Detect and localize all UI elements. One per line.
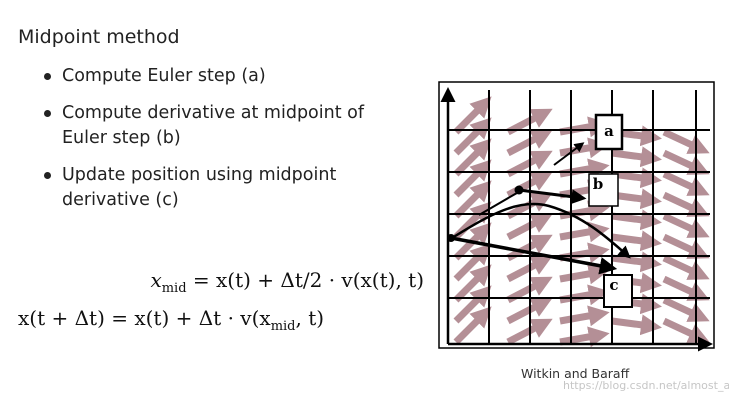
bullet-item: Update position using midpoint derivativ… [42, 163, 412, 213]
eq1-lhs-var: x [150, 268, 162, 292]
field-arrow [506, 171, 553, 199]
vector-field-figure: a b c [434, 80, 718, 352]
eq1-rhs: = x(t) + Δt/2 · v(x(t), t) [186, 268, 424, 292]
vector-field-svg: a b c [438, 81, 715, 352]
eq2-sub: mid [270, 319, 296, 334]
eq2-tail: , t) [295, 306, 325, 330]
equation-update: x(t + Δt) = x(t) + Δt · v(xmid, t) [18, 306, 324, 334]
field-arrow [506, 276, 553, 304]
euler-step-arrow-tip [553, 142, 585, 166]
field-arrow [506, 129, 553, 157]
bullet-text: Compute derivative at midpoint of Euler … [62, 103, 365, 148]
bullet-dot-icon [44, 73, 51, 80]
bullet-dot-icon [44, 172, 51, 179]
eq2-lhs: x(t + Δt) = x(t) + Δt · v(x [18, 306, 271, 330]
field-arrow [559, 221, 610, 243]
field-arrow [611, 314, 662, 336]
field-arrow [453, 306, 492, 345]
field-arrow [506, 297, 553, 325]
field-arrow [453, 285, 492, 324]
field-arrow [453, 138, 492, 177]
slide-title: Midpoint method [18, 26, 180, 48]
field-arrow [611, 251, 662, 273]
bullet-list: Compute Euler step (a) Compute derivativ… [42, 64, 412, 225]
field-arrow [506, 192, 553, 220]
bullet-dot-icon [44, 110, 51, 117]
label-c-text: c [609, 276, 618, 294]
solution-curve [451, 202, 631, 259]
field-arrow [453, 117, 492, 156]
bullet-text: Update position using midpoint derivativ… [62, 165, 337, 210]
field-arrow [506, 255, 553, 283]
field-arrow [453, 180, 492, 219]
equation-midpoint: xmid = x(t) + Δt/2 · v(x(t), t) [150, 268, 424, 296]
field-arrow [611, 167, 662, 189]
field-arrow [453, 243, 492, 282]
field-arrow [611, 209, 662, 231]
label-b-text: b [593, 175, 604, 193]
update-arrow [450, 236, 618, 275]
midpoint-derivative-arrow [518, 188, 587, 205]
bullet-text: Compute Euler step (a) [62, 66, 266, 86]
label-b: b [588, 173, 619, 207]
field-arrow [506, 234, 553, 262]
field-arrow [453, 159, 492, 198]
eq1-lhs-sub: mid [161, 281, 187, 296]
figure-caption: Witkin and Baraff [521, 366, 630, 381]
field-arrow [611, 230, 662, 252]
euler-step-arrow [478, 189, 523, 216]
figure-frame [438, 81, 715, 349]
field-arrow [559, 305, 610, 327]
field-arrow [453, 96, 492, 135]
field-arrow [506, 108, 553, 136]
field-arrow [559, 326, 610, 348]
vector-field [453, 96, 710, 348]
bullet-item: Compute derivative at midpoint of Euler … [42, 101, 412, 151]
field-arrow [611, 146, 662, 168]
field-arrow [506, 150, 553, 178]
field-arrow [506, 318, 553, 346]
field-arrow [506, 213, 553, 241]
bullet-item: Compute Euler step (a) [42, 64, 412, 89]
label-a: a [594, 113, 624, 151]
field-arrow [559, 263, 610, 285]
field-arrow [453, 264, 492, 303]
label-a-text: a [604, 122, 614, 140]
watermark: https://blog.csdn.net/almost_afei [563, 379, 729, 392]
label-c: c [603, 274, 633, 308]
field-arrow [611, 188, 662, 210]
